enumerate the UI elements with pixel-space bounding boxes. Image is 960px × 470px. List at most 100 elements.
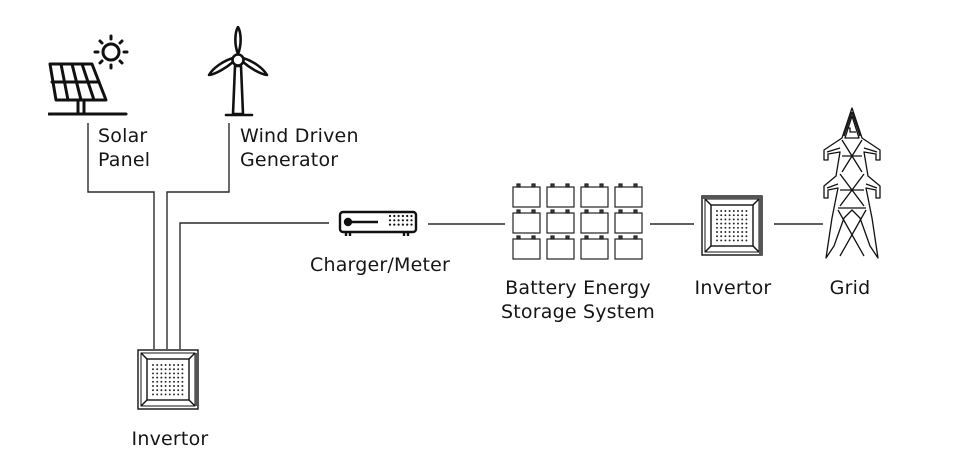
- grille-dot: [160, 372, 163, 375]
- wire-solar-to-inverter: [87, 123, 155, 349]
- grille-dot: [732, 214, 735, 217]
- grille-dot: [397, 219, 400, 222]
- grille-dot: [156, 376, 159, 379]
- grille-dot: [156, 393, 159, 396]
- grille-dot: [177, 389, 180, 392]
- grille-dot: [164, 385, 167, 387]
- grille-dot: [173, 380, 175, 383]
- grille-dot: [388, 214, 392, 218]
- grille-dot: [164, 376, 167, 379]
- grille-dot: [741, 222, 744, 225]
- grille-dot: [181, 372, 184, 375]
- grille-dot: [160, 368, 163, 371]
- grille-dot: [173, 364, 175, 366]
- grille-dot: [745, 235, 748, 238]
- grille-dot: [720, 226, 723, 229]
- battery-cell: [614, 235, 643, 260]
- grille-dot: [410, 214, 413, 218]
- grille-dot: [181, 376, 184, 379]
- charger-meter-icon: [338, 210, 418, 236]
- grille-dot: [177, 380, 180, 383]
- grille-dot: [406, 223, 409, 226]
- grille-dot: [152, 364, 154, 366]
- grille-dot: [168, 372, 171, 375]
- grille-dot: [737, 222, 739, 225]
- wind-turbine-icon: [207, 26, 269, 117]
- grille-dot: [152, 380, 154, 383]
- grille-dot: [716, 231, 718, 233]
- grille-dot: [720, 222, 723, 225]
- grille-dot: [173, 385, 175, 387]
- solar-panel-icon: [48, 34, 129, 116]
- grille-dot: [745, 231, 748, 233]
- battery-cell: [546, 183, 575, 208]
- solar-panel-label: Solar Panel: [98, 124, 150, 172]
- grille-dot: [720, 210, 723, 212]
- grille-dot: [724, 218, 727, 221]
- grille-dot: [152, 393, 154, 396]
- grille-dot: [724, 231, 727, 233]
- grille-dot: [737, 214, 739, 217]
- grille-dot: [728, 222, 731, 225]
- grille-dot: [410, 223, 413, 226]
- grille-dot: [732, 218, 735, 221]
- battery-cell: [580, 183, 609, 208]
- battery-cell: [512, 209, 541, 234]
- grille-dot: [177, 368, 180, 371]
- grille-dot: [745, 214, 748, 217]
- grille-dot: [728, 226, 731, 229]
- grille-dot: [728, 210, 731, 212]
- battery-cell: [580, 235, 609, 260]
- grille-dot: [388, 223, 392, 226]
- inverter-primary-label: Invertor: [131, 428, 209, 450]
- grille-dot: [728, 239, 731, 242]
- grille-dot: [181, 385, 184, 387]
- grille-dot: [716, 226, 718, 229]
- battery-cell: [580, 209, 609, 234]
- grille-dot: [745, 222, 748, 225]
- grille-dot: [737, 218, 739, 221]
- grille-dot: [720, 235, 723, 238]
- grille-dot: [401, 219, 404, 222]
- grille-dot: [393, 223, 396, 226]
- battery-cell: [512, 235, 541, 260]
- grille-dot: [741, 226, 744, 229]
- grille-dot: [724, 235, 727, 238]
- grille-dot: [741, 214, 744, 217]
- inverter-icon: [701, 195, 763, 256]
- grille-dot: [177, 372, 180, 375]
- grille-dot: [168, 393, 171, 396]
- grille-dot: [745, 210, 748, 212]
- battery-bank-icon: [512, 183, 643, 260]
- grille-dot: [181, 380, 184, 383]
- grille-dot: [745, 239, 748, 242]
- wire-inverter-to-charger: [179, 222, 329, 349]
- grille-dot: [160, 380, 163, 383]
- grille-dot: [173, 372, 175, 375]
- grille-dot: [156, 364, 159, 366]
- grid-label: Grid: [829, 277, 871, 299]
- grille-dot: [160, 385, 163, 387]
- grille-dot: [173, 389, 175, 392]
- label-line: Generator: [240, 149, 339, 171]
- battery-cell: [614, 209, 643, 234]
- grille-dot: [741, 218, 744, 221]
- grille-dot: [164, 380, 167, 383]
- grille-dot: [720, 239, 723, 242]
- grille-dot: [181, 389, 184, 392]
- grille-dot: [724, 210, 727, 212]
- grille-dot: [406, 219, 409, 222]
- grille-dot: [181, 368, 184, 371]
- grille-dot: [724, 214, 727, 217]
- label-line: Solar: [98, 125, 148, 147]
- battery-cell: [512, 183, 541, 208]
- grille-dot: [397, 223, 400, 226]
- grille-dot: [181, 364, 184, 366]
- grille-dot: [173, 393, 175, 396]
- battery-cell: [546, 235, 575, 260]
- grille-dot: [728, 214, 731, 217]
- grille-dot: [737, 239, 739, 242]
- grille-dot: [160, 393, 163, 396]
- grille-dot: [152, 368, 154, 371]
- grille-dot: [168, 385, 171, 387]
